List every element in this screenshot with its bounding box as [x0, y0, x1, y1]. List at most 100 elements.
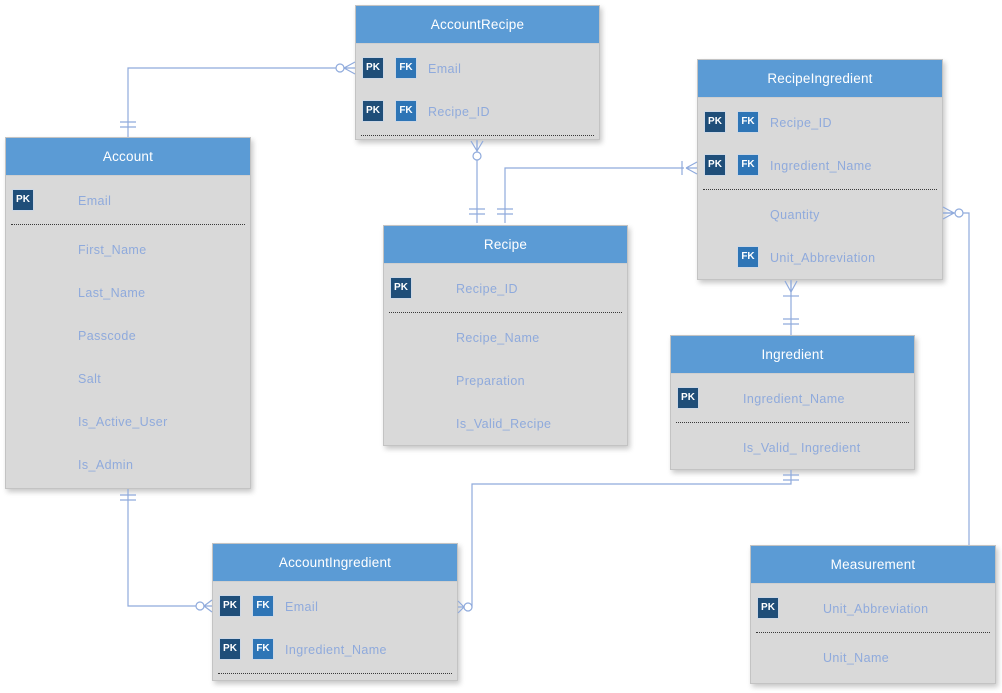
foreign-key-badge: FK — [737, 154, 759, 176]
field-name: Salt — [78, 371, 102, 386]
entity-ingredient[interactable]: Ingredient PK Ingredient_Name Is_Valid_ … — [670, 335, 915, 470]
primary-key-badge: PK — [757, 597, 779, 619]
field-row: FK Unit_Abbreviation — [698, 236, 942, 279]
zero-circle-icon — [335, 63, 345, 73]
field-row: PK FK Recipe_ID — [698, 101, 942, 144]
crow-foot-many-icon — [457, 600, 465, 614]
primary-key-badge: PK — [219, 638, 241, 660]
field-name: Is_Valid_ Ingredient — [743, 440, 861, 455]
field-name: Recipe_Name — [456, 330, 540, 345]
relationship-ingredient-accountingredient[interactable] — [457, 470, 799, 614]
field-row: PK Unit_Abbreviation — [751, 587, 995, 630]
field-name: Is_Admin — [78, 457, 134, 472]
zero-circle-icon — [954, 208, 964, 218]
crow-foot-many-icon — [685, 161, 698, 175]
exactly-one-ticks-icon — [783, 318, 799, 325]
field-row: PK FK Ingredient_Name — [698, 144, 942, 187]
connector-line — [464, 470, 792, 608]
field-name: Last_Name — [78, 285, 146, 300]
foreign-key-badge: FK — [252, 638, 274, 660]
field-row: Salt — [6, 357, 250, 400]
key-divider — [218, 673, 452, 674]
field-row: PK FK Email — [356, 47, 599, 90]
field-name: Recipe_ID — [456, 281, 518, 296]
entity-account-recipe[interactable]: AccountRecipe PK FK Email PK FK Recipe_I… — [355, 5, 600, 140]
relationship-account-accountingredient[interactable] — [120, 489, 213, 613]
relationship-recipeingredient-ingredient[interactable] — [783, 280, 799, 335]
field-name: Recipe_ID — [428, 104, 490, 119]
entity-account[interactable]: Account PK Email First_Name Last_Name Pa… — [5, 137, 251, 489]
field-row: Passcode — [6, 314, 250, 357]
key-divider — [11, 224, 245, 225]
entity-recipe[interactable]: Recipe PK Recipe_ID Recipe_Name Preparat… — [383, 225, 628, 446]
entity-title: AccountRecipe — [356, 6, 599, 44]
field-name: Preparation — [456, 373, 526, 388]
connector-line — [127, 489, 196, 607]
field-row: PK FK Email — [213, 585, 457, 628]
zero-circle-icon — [472, 151, 482, 161]
crow-foot-many-icon — [784, 280, 798, 293]
exactly-one-ticks-icon — [120, 121, 136, 128]
field-row: PK Recipe_ID — [384, 267, 627, 310]
field-name: Unit_Abbreviation — [770, 250, 876, 265]
field-row: Recipe_Name — [384, 316, 627, 359]
field-row: Last_Name — [6, 271, 250, 314]
foreign-key-badge: FK — [737, 111, 759, 133]
field-row: Is_Valid_Recipe — [384, 402, 627, 445]
relationship-account-accountrecipe[interactable] — [120, 61, 356, 137]
foreign-key-badge: FK — [252, 595, 274, 617]
key-divider — [361, 135, 594, 136]
relationship-recipeingredient-measurement[interactable] — [942, 206, 970, 545]
field-row: PK FK Ingredient_Name — [213, 628, 457, 671]
field-row: Preparation — [384, 359, 627, 402]
primary-key-badge: PK — [12, 189, 34, 211]
relationship-recipe-recipeingredient[interactable] — [497, 161, 698, 223]
field-name: First_Name — [78, 242, 147, 257]
connector-line — [127, 67, 336, 137]
field-name: Quantity — [770, 207, 820, 222]
field-row: First_Name — [6, 228, 250, 271]
field-name: Is_Active_User — [78, 414, 168, 429]
exactly-one-ticks-icon — [469, 208, 485, 215]
key-divider — [756, 632, 990, 633]
field-row: Is_Active_User — [6, 400, 250, 443]
field-name: Passcode — [78, 328, 137, 343]
crow-foot-many-icon — [470, 140, 484, 152]
field-name: Is_Valid_Recipe — [456, 416, 552, 431]
entity-recipe-ingredient[interactable]: RecipeIngredient PK FK Recipe_ID PK FK I… — [697, 59, 943, 280]
connector-line — [943, 212, 970, 545]
exactly-one-ticks-icon — [783, 474, 799, 481]
entity-title: Measurement — [751, 546, 995, 584]
foreign-key-badge: FK — [737, 246, 759, 268]
key-divider — [676, 422, 909, 423]
field-name: Email — [78, 193, 112, 208]
crow-foot-many-icon — [203, 599, 213, 613]
field-name: Email — [285, 599, 319, 614]
entity-title: Recipe — [384, 226, 627, 264]
field-row: Is_Valid_ Ingredient — [671, 426, 914, 469]
key-divider — [703, 189, 937, 190]
primary-key-badge: PK — [219, 595, 241, 617]
primary-key-badge: PK — [390, 277, 412, 299]
entity-title: AccountIngredient — [213, 544, 457, 582]
zero-circle-icon — [195, 601, 205, 611]
primary-key-badge: PK — [704, 154, 726, 176]
field-row: PK FK Recipe_ID — [356, 90, 599, 133]
foreign-key-badge: FK — [395, 100, 417, 122]
field-name: Email — [428, 61, 462, 76]
relationship-accountrecipe-recipe[interactable] — [469, 140, 485, 223]
field-row: PK Email — [6, 179, 250, 222]
entity-measurement[interactable]: Measurement PK Unit_Abbreviation Unit_Na… — [750, 545, 996, 684]
primary-key-badge: PK — [362, 100, 384, 122]
field-name: Unit_Name — [823, 650, 890, 665]
field-name: Unit_Abbreviation — [823, 601, 929, 616]
connector-line — [504, 167, 684, 223]
entity-title: Account — [6, 138, 250, 176]
primary-key-badge: PK — [362, 57, 384, 79]
field-row: Quantity — [698, 193, 942, 236]
entity-account-ingredient[interactable]: AccountIngredient PK FK Email PK FK Ingr… — [212, 543, 458, 681]
zero-circle-icon — [463, 602, 473, 612]
field-name: Ingredient_Name — [285, 642, 387, 657]
crow-foot-many-icon — [942, 206, 955, 220]
